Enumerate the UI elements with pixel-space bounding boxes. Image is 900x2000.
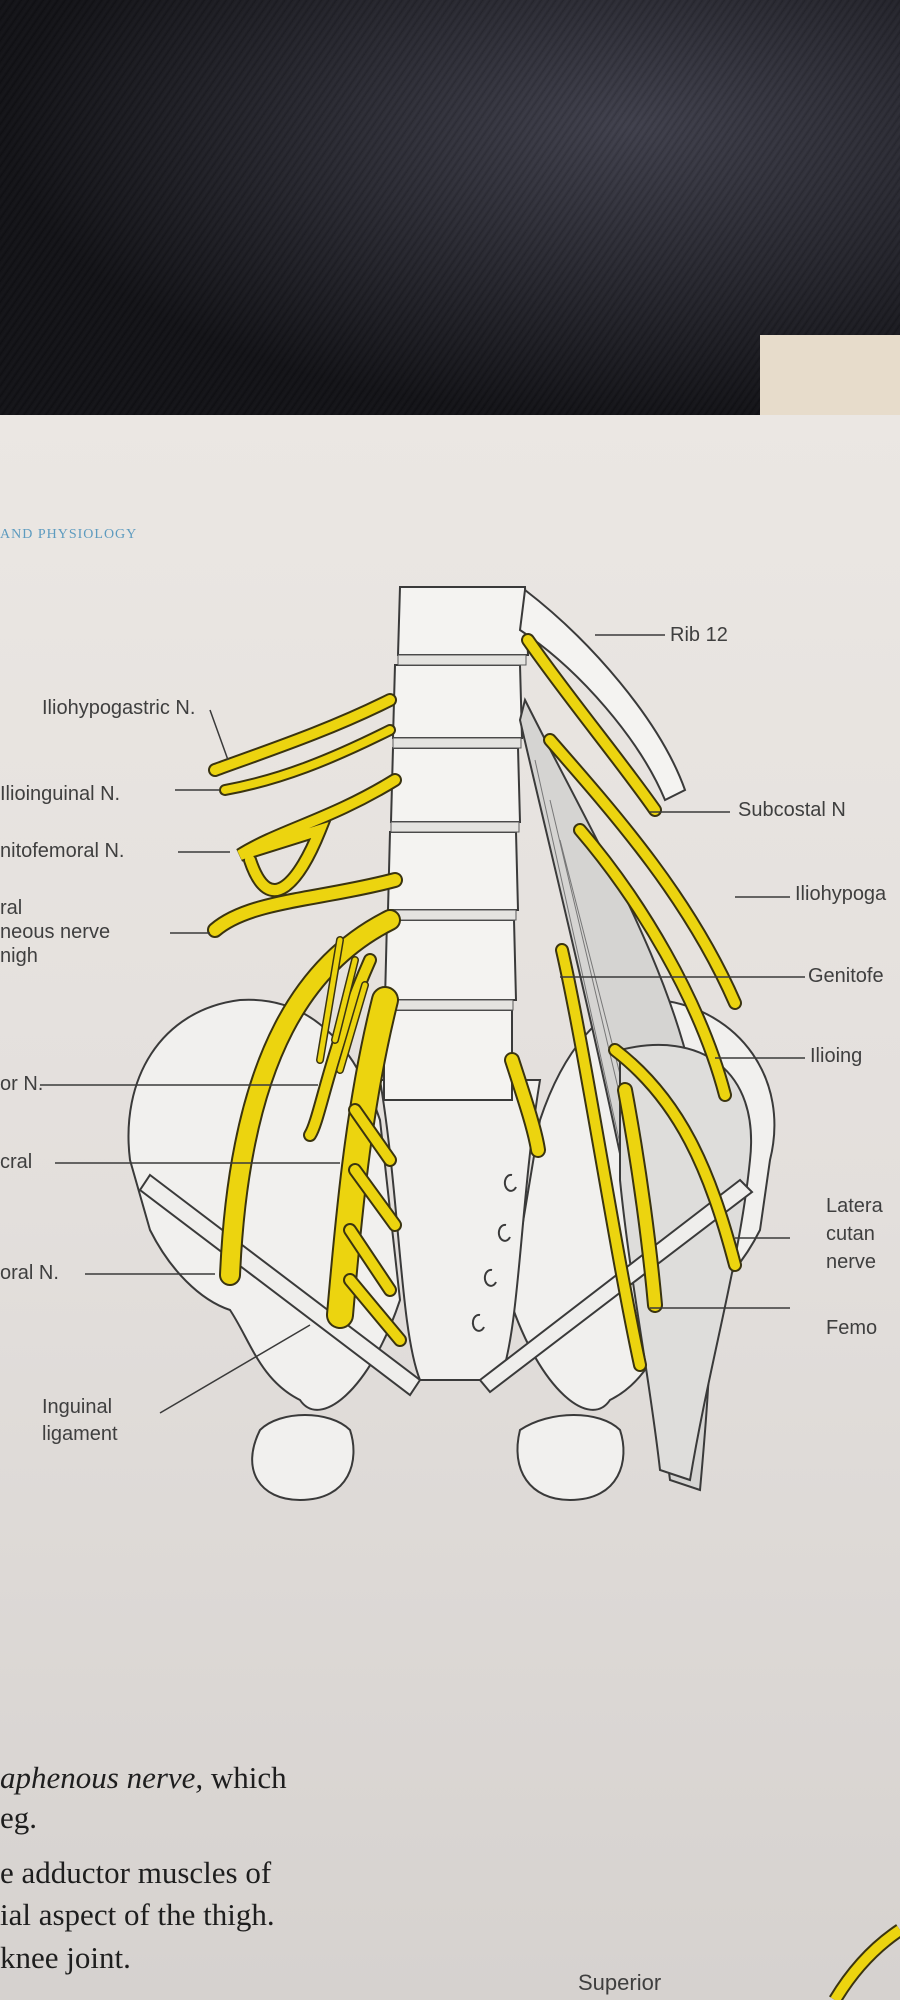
label-lateral-cutaneous-right-3: nerve — [826, 1251, 877, 1273]
text-line-1-rest: which — [203, 1760, 287, 1795]
text-line-3: e adductor muscles of — [0, 1855, 272, 1890]
label-ilioinguinal-left: Ilioinguinal N. — [0, 783, 121, 805]
label-obturator-left: or N. — [0, 1073, 44, 1095]
running-head: AND PHYSIOLOGY — [0, 527, 138, 542]
sacral-foramina — [471, 1173, 517, 1332]
text-line-5: knee joint. — [0, 1940, 131, 1975]
label-superior: Superior — [578, 1970, 662, 1995]
text-line-1-italic: aphenous nerve, — [0, 1760, 204, 1795]
label-inguinal-ligament-2: ligament — [42, 1423, 118, 1445]
label-lateral-cutaneous-left-1: ral — [0, 897, 23, 919]
label-ilioinguinal-right: Ilioing — [810, 1045, 863, 1067]
label-sacral-left: cral — [0, 1151, 33, 1173]
label-genitofemoral-left: nitofemoral N. — [0, 840, 125, 862]
fabric-shadow — [0, 0, 900, 420]
label-lateral-cutaneous-left-3: nigh — [0, 945, 38, 967]
label-inguinal-ligament-1: Inguinal — [42, 1396, 113, 1418]
iliacus-muscle — [619, 1044, 753, 1482]
label-subcostal-right: Subcostal N — [738, 799, 846, 821]
label-lateral-cutaneous-right-2: cutan — [826, 1223, 875, 1245]
label-lateral-cutaneous-left-2: neous nerve — [0, 921, 111, 943]
leader-lines — [40, 634, 805, 1414]
label-rib-12: Rib 12 — [670, 624, 728, 646]
text-line-2: eg. — [0, 1800, 38, 1835]
label-lateral-cutaneous-right-1: Latera — [826, 1195, 883, 1217]
left-nerves — [207, 693, 407, 1347]
text-line-4: ial aspect of the thigh. — [0, 1897, 275, 1932]
text-line-1: aphenous nerve, which — [0, 1760, 287, 1796]
label-iliohypogastric-left: Iliohypogastric N. — [42, 697, 196, 719]
label-genitofemoral-right: Genitofe — [808, 965, 884, 987]
rib-12 — [518, 588, 687, 802]
label-iliohypogastric-right: Iliohypoga — [795, 883, 887, 905]
label-femoral-left: oral N. — [0, 1262, 59, 1284]
label-femoral-right: Femo — [826, 1317, 878, 1339]
right-nerves — [504, 633, 742, 1372]
torn-paper-edge — [760, 335, 900, 425]
